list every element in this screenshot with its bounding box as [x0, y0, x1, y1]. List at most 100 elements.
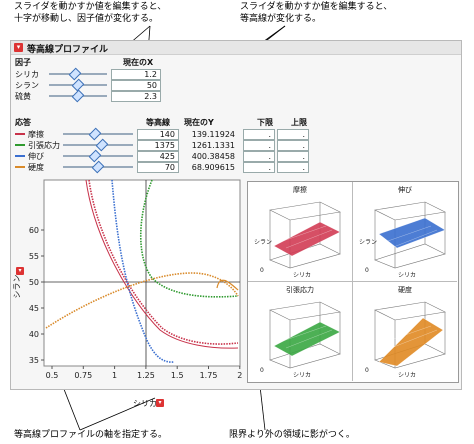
- current-x-header: 現在のX: [123, 58, 154, 67]
- disclosure-triangle-icon[interactable]: ▾: [14, 43, 23, 52]
- current-y-value: 1261.1331: [181, 140, 239, 151]
- contour-profiler-panel: ▾ 等高線プロファイル 因子 現在のX シリカ 1.2 シラン 50 硫黄 2.…: [10, 40, 462, 408]
- response-name: 伸び: [28, 152, 44, 161]
- upper-limit-input[interactable]: .: [277, 151, 309, 162]
- surface-plot[interactable]: 引張応力 シリカ 0: [248, 282, 353, 381]
- upper-limit-input[interactable]: .: [277, 162, 309, 173]
- factor-value-input[interactable]: 1.2: [111, 69, 161, 80]
- surface-x-label: シリカ: [398, 272, 416, 279]
- lower-limit-input[interactable]: .: [243, 129, 275, 140]
- factor-slider-handle-icon[interactable]: [68, 67, 82, 81]
- contour-value-input[interactable]: 70: [137, 162, 179, 173]
- factor-value-input[interactable]: 50: [111, 80, 161, 91]
- x-tick-label: 0.75: [74, 371, 92, 380]
- contour-x-label: シリカ: [133, 399, 157, 408]
- callout-top-left-line-1: スライダを動かすか値を編集すると、: [14, 2, 167, 12]
- y-tick-label: 35: [29, 356, 39, 365]
- surface-plot[interactable]: 硬度 シリカ 0: [353, 282, 457, 381]
- lower-limit-input[interactable]: .: [243, 140, 275, 151]
- surface-y-label: シラン: [359, 239, 377, 246]
- x-tick-label: 2: [237, 371, 242, 380]
- contour-curve-hardness-right: [216, 279, 239, 291]
- y-tick-label: 50: [29, 278, 39, 287]
- upper-limit-input[interactable]: .: [277, 140, 309, 151]
- x-tick-label: 1: [112, 371, 117, 380]
- surface-zero-label: 0: [260, 367, 264, 374]
- contour-curve-elongation: [111, 179, 175, 363]
- factor-name: シラン: [15, 81, 39, 90]
- surface-mesh: [273, 221, 341, 257]
- surface-plot-title: 硬度: [398, 286, 412, 294]
- response-name: 硬度: [28, 163, 44, 172]
- callout-bottom-left: 等高線プロファイルの軸を指定する。: [14, 430, 168, 440]
- surface-mesh: [378, 317, 444, 367]
- surface-zero-label: 0: [260, 267, 264, 274]
- response-slider-handle-icon[interactable]: [95, 138, 108, 152]
- contour-y-label: シラン: [12, 274, 22, 299]
- y-tick-label: 40: [29, 330, 39, 339]
- surface-x-label: シリカ: [293, 272, 311, 279]
- contour-header: 等高線: [146, 118, 170, 127]
- contour-plot[interactable]: 0.5 0.75 1 1.25 1.5 1.75 2 35 40 45 50 55 60: [12, 178, 242, 388]
- factor-slider-handle-icon[interactable]: [71, 89, 85, 103]
- surface-plot-graphic: シリカ 0 シラン: [359, 201, 446, 279]
- current-y-value: 68.909615: [181, 162, 239, 173]
- lower-limit-input[interactable]: .: [243, 151, 275, 162]
- surface-mesh: [273, 321, 341, 357]
- callout-top-right-line-1: スライダを動かすか値を編集すると、: [240, 2, 393, 12]
- surface-mesh: [378, 217, 446, 249]
- response-color-swatch: [15, 133, 25, 135]
- contour-value-input[interactable]: 425: [137, 151, 179, 162]
- y-axis-menu-icon[interactable]: ▾: [16, 267, 24, 275]
- callout-top-left: スライダを動かすか値を編集すると、 十字が移動し、因子値が変化する。: [14, 1, 166, 25]
- callout-top-right-line-2: 等高線が変化する。: [240, 14, 322, 24]
- surface-zero-label: 0: [365, 267, 369, 274]
- surface-y-label: シラン: [254, 239, 272, 246]
- x-tick-label: 1.5: [171, 371, 184, 380]
- factor-header: 因子: [15, 58, 31, 67]
- x-tick-label: 1.25: [137, 371, 155, 380]
- x-tick-label: 0.5: [46, 371, 59, 380]
- surface-zero-label: 0: [365, 367, 369, 374]
- current-y-header: 現在のY: [184, 118, 214, 127]
- surface-plot[interactable]: 摩擦 シリカ 0 シラン: [248, 182, 353, 282]
- response-name: 引張応力: [28, 141, 60, 150]
- surface-x-label: シリカ: [293, 372, 311, 379]
- x-tick-label: 1.75: [200, 371, 218, 380]
- x-axis-menu-icon[interactable]: ▾: [156, 399, 164, 407]
- lower-limit-input[interactable]: .: [243, 162, 275, 173]
- lower-limit-header: 下限: [257, 118, 273, 127]
- surface-x-label: シリカ: [398, 372, 416, 379]
- contour-value-input[interactable]: 140: [137, 129, 179, 140]
- panel-title: 等高線プロファイル: [27, 45, 109, 55]
- contour-curve-hardness: [45, 272, 239, 329]
- callout-top-left-line-2: 十字が移動し、因子値が変化する。: [14, 14, 159, 24]
- callout-bottom-right: 限界より外の領域に影がつく。: [229, 430, 355, 440]
- response-color-swatch: [15, 166, 25, 168]
- contour-curve-friction-solid: [85, 179, 239, 349]
- y-tick-label: 60: [29, 226, 39, 235]
- response-color-swatch: [15, 144, 25, 146]
- response-color-swatch: [15, 155, 25, 157]
- y-tick-label: 55: [29, 252, 39, 261]
- factor-value-input[interactable]: 2.3: [111, 91, 161, 102]
- surface-plot-title: 引張応力: [286, 286, 314, 294]
- surface-plot-graphic: シリカ 0: [365, 301, 446, 379]
- callout-top-right: スライダを動かすか値を編集すると、 等高線が変化する。: [240, 1, 392, 25]
- upper-limit-header: 上限: [291, 118, 307, 127]
- upper-limit-input[interactable]: .: [277, 129, 309, 140]
- surface-plot-title: 摩擦: [293, 186, 307, 194]
- response-slider-handle-icon[interactable]: [88, 127, 101, 141]
- surface-plot[interactable]: 伸び シリカ 0 シラン: [353, 182, 457, 282]
- y-tick-label: 45: [29, 304, 39, 313]
- response-header: 応答: [15, 118, 31, 127]
- current-y-value: 400.38458: [181, 151, 239, 162]
- panel-header: ▾ 等高線プロファイル: [11, 41, 461, 55]
- contour-value-input[interactable]: 1375: [137, 140, 179, 151]
- factor-name: 硫黄: [15, 92, 31, 101]
- factor-name: シリカ: [15, 70, 39, 79]
- contour-curve-friction: [88, 179, 239, 345]
- surface-plot-graphic: シリカ 0: [260, 301, 341, 379]
- surface-plot-graphic: シリカ 0 シラン: [254, 201, 341, 279]
- contour-plot-frame: [43, 179, 241, 367]
